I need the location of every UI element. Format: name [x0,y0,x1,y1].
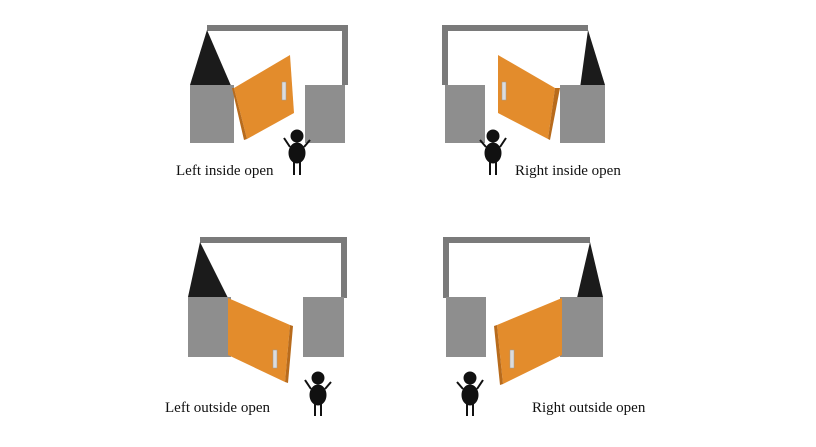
door-handle-icon [509,349,515,369]
caption-left-outside: Left outside open [165,400,270,416]
door-edge [285,325,293,383]
person-icon [479,129,507,175]
door [498,55,555,139]
door [234,55,294,139]
person-icon [304,371,332,416]
door-handle-icon [281,81,287,101]
door [497,298,562,384]
wall-right [560,85,605,143]
room-wall-outline [443,237,590,298]
panel-left-inside [190,25,348,175]
wall-right [305,85,345,143]
panel-right-outside [443,237,603,416]
caption-left-inside: Left inside open [176,163,274,179]
wall-left [188,297,231,357]
door-handle-icon [501,81,507,101]
room-wall-outline [200,237,347,298]
wall-right [303,297,344,357]
panel-right-inside [442,25,605,175]
wall-right [560,297,603,357]
room-wall-outline [442,25,588,85]
caption-right-inside: Right inside open [515,163,621,179]
wall-left [190,85,234,143]
door-edge [494,325,503,385]
room-wall-outline [207,25,348,85]
panel-left-outside [188,237,347,416]
door-handle-icon [272,349,278,369]
door-edge [548,88,560,140]
person-icon [283,129,311,175]
person-icon [456,371,484,416]
door-edge [232,88,247,140]
wall-left [446,297,486,357]
caption-right-outside: Right outside open [532,400,646,416]
door [228,298,290,382]
wall-left [445,85,485,143]
